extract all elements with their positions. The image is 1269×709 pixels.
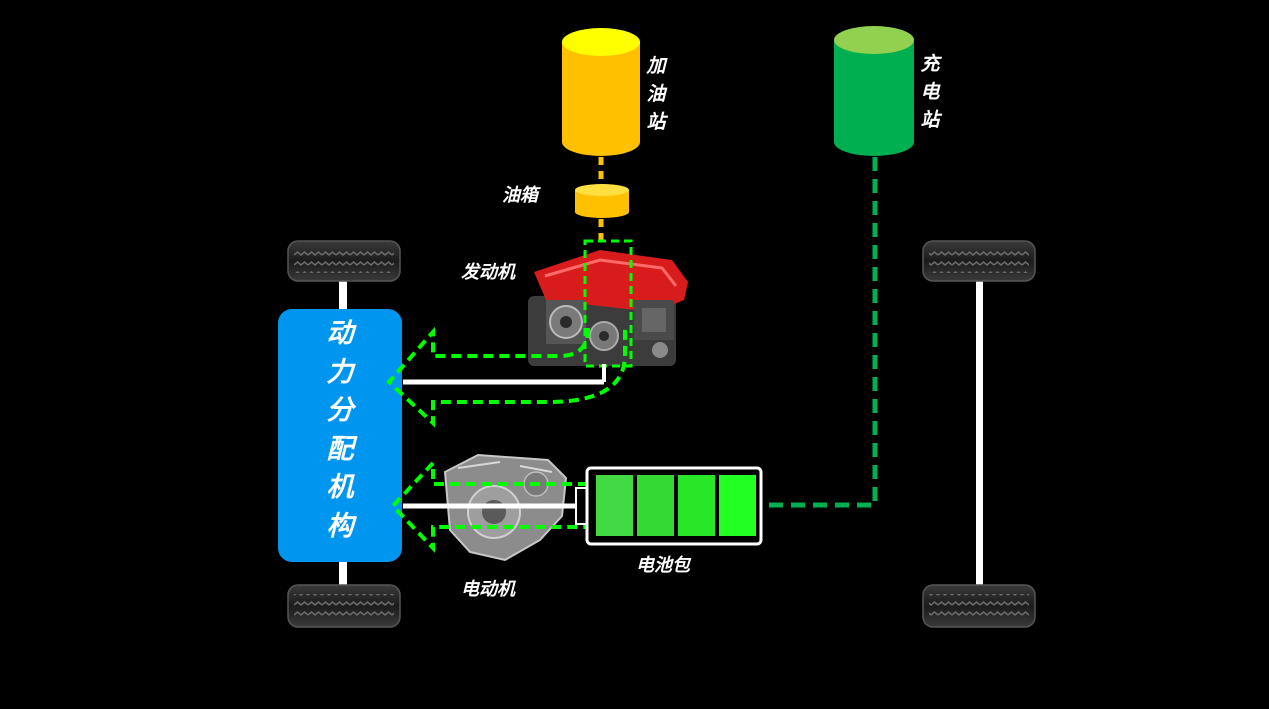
left-axle	[339, 280, 347, 590]
tire-icon	[922, 584, 1036, 628]
power-distribution-label: 动 力 分 配 机 构	[326, 318, 354, 542]
engine-flow-arrow	[386, 326, 627, 428]
charging-station-cylinder	[834, 26, 914, 156]
tire-icon	[287, 584, 401, 628]
tire-icon	[922, 240, 1036, 282]
right-axle	[976, 278, 983, 588]
engine-highlight	[583, 239, 633, 368]
charging-station-label: 充 电 站	[920, 53, 940, 131]
drive-shaft	[403, 364, 606, 509]
fuel-tank-label: 油箱	[502, 185, 538, 206]
gas-station-cylinder	[562, 28, 640, 156]
battery-pack-label: 电池包	[636, 555, 690, 576]
fuel-tank-cylinder	[575, 184, 629, 218]
engine-icon	[528, 250, 688, 366]
engine-label: 发动机	[461, 262, 515, 283]
gas-station-label: 加 油 站	[646, 55, 666, 133]
charge-line	[760, 157, 878, 508]
motor-flow-arrow	[390, 457, 588, 553]
electric-motor-label: 电动机	[461, 579, 515, 600]
power-distribution-block	[278, 309, 402, 562]
battery-icon	[575, 466, 763, 546]
tire-icon	[287, 240, 401, 282]
